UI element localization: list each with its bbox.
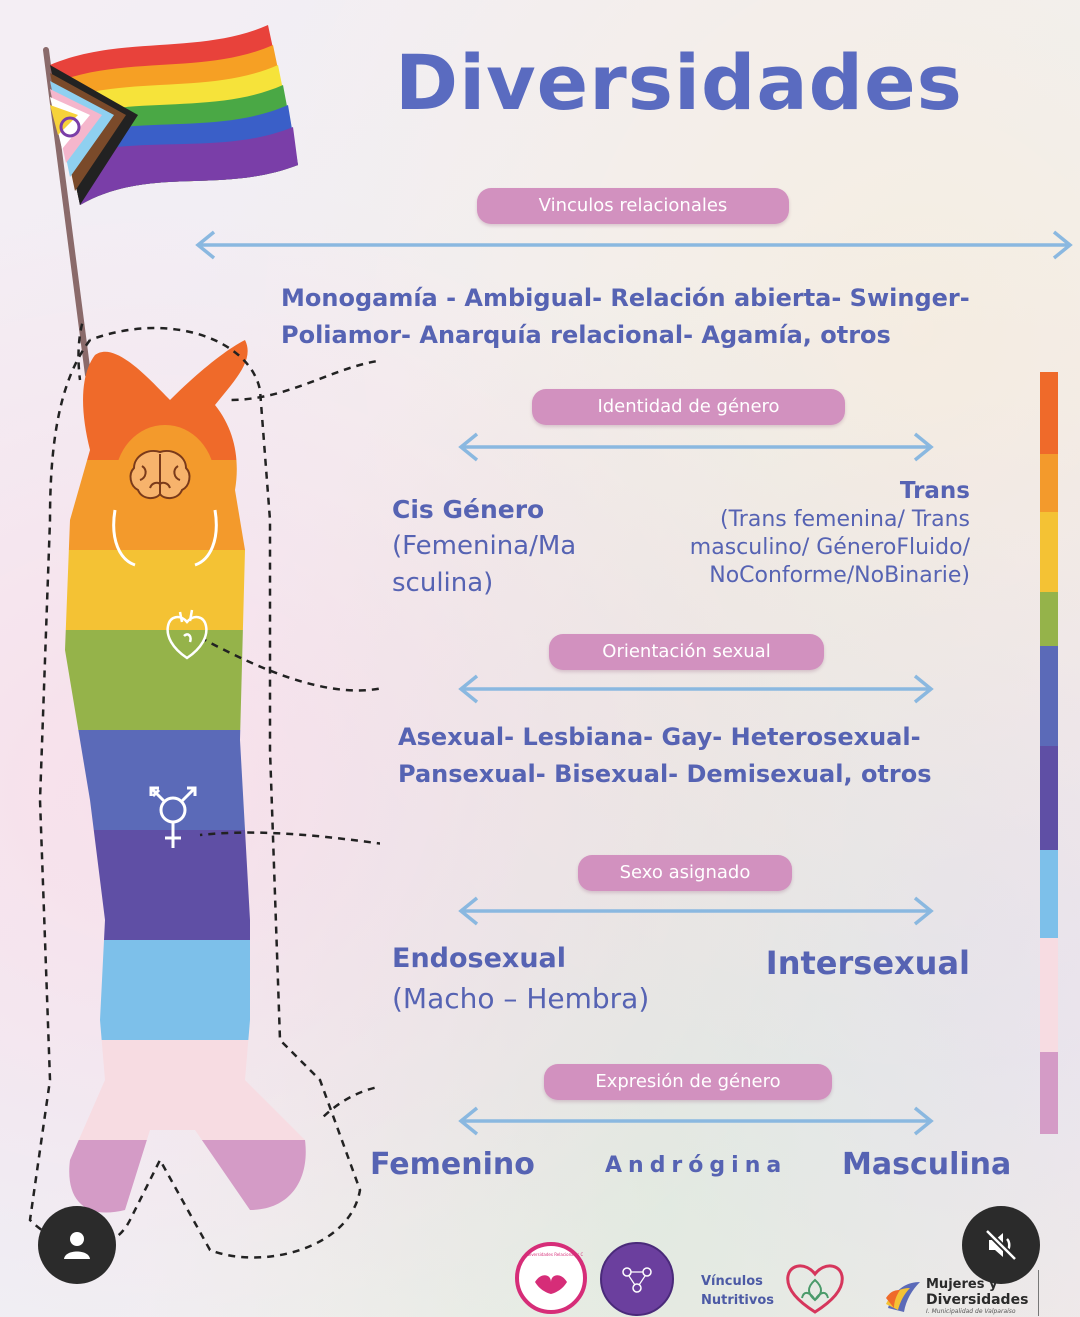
mute-button[interactable]	[962, 1206, 1040, 1284]
endosexual-sub: (Macho – Hembra)	[392, 982, 650, 1015]
double-arrow-expresion	[458, 1106, 934, 1136]
logo3-line-2: Nutritivos	[701, 1293, 775, 1308]
double-arrow-orientacion	[458, 674, 934, 704]
pride-flag-icon	[43, 25, 298, 378]
network-icon	[622, 1267, 652, 1293]
sexo-endosexual: Endosexual (Macho – Hembra)	[392, 940, 712, 1020]
logo1-text: Diversidades Relacionales CONCEPCIÓN	[527, 1252, 583, 1257]
orientacion-line-2: Pansexual- Bisexual- Demisexual, otros	[398, 760, 932, 788]
brain-icon	[129, 450, 191, 500]
logo4-line-2: Diversidades	[926, 1292, 1029, 1308]
cis-line-1: (Femenina/Ma	[392, 531, 577, 561]
logo-diversidades-relacionales: Diversidades Relacionales CONCEPCIÓN	[515, 1242, 587, 1314]
section-label-sexo: Sexo asignado	[578, 855, 792, 891]
heart-icon	[166, 609, 208, 660]
cis-title: Cis Género	[392, 495, 545, 524]
section-label-orientacion: Orientación sexual	[549, 634, 824, 670]
double-arrow-identidad	[458, 432, 934, 462]
expresion-masculina: Masculina	[842, 1147, 1012, 1182]
trans-line-3: NoConforme/NoBinarie)	[709, 563, 970, 588]
logo-mujeres-diversidades-text: Mujeres y Diversidades I. Municipalidad …	[926, 1277, 1028, 1316]
profile-button[interactable]	[38, 1206, 116, 1284]
section-label-expresion: Expresión de género	[544, 1064, 832, 1100]
logo4-line-3: I. Municipalidad de Valparaíso	[926, 1308, 1016, 1315]
hands-heart-icon	[535, 1275, 567, 1294]
section-label-vinculos: Vinculos relacionales	[477, 188, 789, 224]
cis-line-2: sculina)	[392, 568, 494, 598]
profile-icon	[64, 1232, 90, 1259]
section-label-identidad: Identidad de género	[532, 389, 845, 425]
logo3-line-1: Vínculos	[701, 1274, 763, 1289]
vinculos-line-1: Monogamía - Ambigual- Relación abierta- …	[281, 284, 970, 312]
expresion-femenino: Femenino	[370, 1147, 535, 1182]
vinculos-list: Monogamía - Ambigual- Relación abierta- …	[281, 280, 1041, 354]
intersexual-title: Intersexual	[765, 944, 970, 982]
logo4-line-1: Mujeres y	[926, 1277, 998, 1292]
mujeres-diversidades-logo-icon	[886, 1282, 920, 1312]
endosexual-title: Endosexual	[392, 943, 567, 974]
identidad-cis: Cis Género (Femenina/Ma sculina)	[392, 492, 622, 602]
page-title: Diversidades	[395, 38, 963, 127]
double-arrow-vinculos	[195, 230, 1073, 260]
logo-purple-circle	[600, 1242, 674, 1316]
trans-title: Trans	[899, 478, 970, 504]
lotus-heart-icon	[786, 1264, 844, 1314]
double-arrow-sexo	[458, 896, 934, 926]
trans-line-1: (Trans femenina/ Trans	[720, 507, 970, 532]
logo-vinculos-nutritivos-text: Vínculos Nutritivos	[701, 1272, 774, 1310]
footer-divider	[1038, 1270, 1039, 1316]
orientacion-line-1: Asexual- Lesbiana- Gay- Heterosexual-	[398, 723, 921, 751]
expresion-androgina: Andrógina	[605, 1153, 788, 1178]
transgender-symbol-icon	[149, 786, 197, 848]
vinculos-line-2: Poliamor- Anarquía relacional- Agamía, o…	[281, 321, 891, 349]
trans-line-2: masculino/ GéneroFluido/	[689, 535, 970, 560]
orientacion-list: Asexual- Lesbiana- Gay- Heterosexual- Pa…	[398, 719, 998, 793]
mute-icon	[984, 1228, 1018, 1262]
identidad-trans: Trans (Trans femenina/ Trans masculino/ …	[640, 476, 970, 590]
